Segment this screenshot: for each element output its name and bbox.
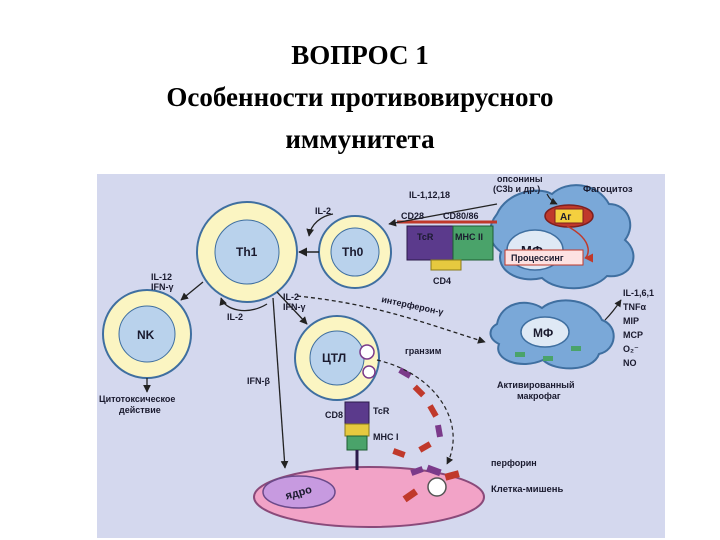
nk-nucleus [118,305,176,363]
granzyme-label: гранзим [405,346,442,356]
cytokines-label-4: MCP [623,330,643,340]
antigen-label: Аг [560,212,571,223]
tcr-top-label: TcR [417,232,434,242]
granzyme-granule [435,424,443,438]
macrophage-granule [571,346,581,351]
arrow-cytokines [604,299,622,321]
ifn-gamma-left-label: IFN-γ [151,282,174,292]
mhc2-label: MHC II [455,232,483,242]
arrow-il-1-12-18 [388,203,498,227]
il2-right-label: IL-2 [283,292,299,302]
th1-label: Th1 [236,245,258,259]
opsonins-label-1: опсонины [497,174,543,184]
granzyme-path [376,359,454,465]
arrow-ifn-beta [272,297,289,469]
cytokines-label-2: TNFα [623,302,646,312]
ctl-mhc1-complex [346,435,368,451]
arrow-th1-loop [219,297,268,312]
th0-nucleus [330,227,380,277]
granzyme-granule [398,367,412,379]
processing-arrow [566,225,594,263]
slide-title-line-1: ВОПРОС 1 [291,40,429,70]
macrophage-nucleus-2 [520,316,570,348]
tcr-complex [406,225,454,261]
granzyme-granule [392,448,406,458]
target-nucleus [262,475,336,509]
arrow-opsonins [546,193,558,205]
cd4-label: CD4 [433,276,451,286]
target-mhc-marker [402,488,419,503]
ifn-gamma-mid-label: IFN-γ [283,302,306,312]
cd28-label: CD28 [401,211,424,221]
macrophage-label-2: МФ [533,326,553,340]
tcr-bottom-label: TcR [373,406,390,416]
slide-title-line-3: иммунитета [285,124,435,154]
perforin-label: перфорин [491,458,537,468]
target-mhc-marker [444,470,460,481]
macrophage-granule [543,356,553,361]
granzyme-granule [412,384,426,398]
cytokines-label-6: NO [623,358,637,368]
mhc1-label: MHC I [373,432,399,442]
arrow-th1-ctl [276,291,308,325]
cd8-label: CD8 [325,410,343,420]
granzyme-granule [427,404,439,418]
perforin-pore [427,477,447,497]
mhc2-complex [452,225,494,261]
granzyme-granule [418,441,432,453]
target-mhc-marker [426,464,442,477]
slide-title-line-2: Особенности противовирусного [166,82,554,112]
cd80-86-label: CD80/86 [443,211,479,221]
th1-nucleus [214,219,280,285]
processing-label: Процессинг [511,253,564,263]
il12-label: IL-12 [151,272,172,282]
il2-top-label: IL-2 [315,206,331,216]
cytokines-label-3: MIP [623,316,639,326]
ctl-granule [359,344,375,360]
phagocytosis-label: Фагоцитоз [583,184,633,195]
antigen [554,208,584,224]
activated-macrophage-label-1: Активированный [497,380,575,390]
il-1-12-18-label: IL-1,12,18 [409,190,450,200]
opsonins-label-2: (C3b и др.) [493,184,540,194]
antiviral-immunity-diagram: ядро МФ Аг Процессинг Th0 Th1 NK ЦТЛ МФ [97,174,665,538]
arrow-th1-nk [180,281,204,301]
il2-bottom-label: IL-2 [227,312,243,322]
ctl-label: ЦТЛ [322,351,346,365]
ctl-cd8 [344,423,370,437]
ifn-beta-label: IFN-β [247,376,270,386]
target-cell-label: Клетка-мишень [491,484,564,495]
ctl-granule [362,365,376,379]
processing-box [504,249,584,266]
arrow-il2-top [306,213,334,237]
cytokines-label-1: IL-1,6,1 [623,288,654,298]
nk-label: NK [137,328,155,342]
cytotoxic-label-1: Цитотоксическое [99,394,175,404]
granzyme-granule [410,466,424,476]
cytotoxic-label-2: действие [119,405,161,415]
cytokines-label-5: O₂⁻ [623,344,639,354]
macrophage-granule [515,352,525,357]
th0-label: Th0 [342,245,364,259]
cd4-complex [430,259,462,271]
activated-macrophage-label-2: макрофаг [517,391,561,401]
